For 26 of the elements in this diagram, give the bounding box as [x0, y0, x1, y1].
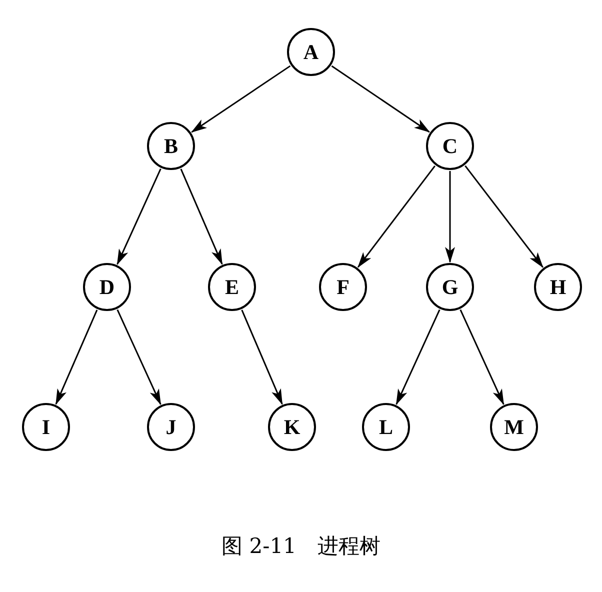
tree-node-circle: F — [319, 263, 367, 311]
arrow — [358, 165, 436, 268]
tree-node-circle: H — [534, 263, 582, 311]
arrow — [445, 171, 455, 263]
tree-node-circle: I — [22, 403, 70, 451]
arrow — [464, 165, 544, 268]
arrow — [116, 309, 162, 406]
tree-node-circle: G — [426, 263, 474, 311]
arrow — [331, 65, 430, 133]
tree-node-circle: B — [147, 122, 195, 170]
tree-node-circle: J — [147, 403, 195, 451]
tree-node-circle: L — [362, 403, 410, 451]
tree-node-circle: M — [490, 403, 538, 451]
arrow — [460, 309, 504, 406]
tree-node-circle: A — [287, 28, 335, 76]
arrow — [116, 168, 162, 266]
tree-node-circle: D — [83, 263, 131, 311]
arrow — [396, 309, 440, 406]
tree-node-circle: C — [426, 122, 474, 170]
arrow — [180, 168, 223, 265]
tree-node-circle: K — [268, 403, 316, 451]
arrow — [241, 310, 283, 405]
arrow — [190, 65, 291, 133]
arrow — [55, 310, 98, 405]
tree-node-circle: E — [208, 263, 256, 311]
figure-caption: 图 2-11 进程树 — [222, 534, 380, 558]
